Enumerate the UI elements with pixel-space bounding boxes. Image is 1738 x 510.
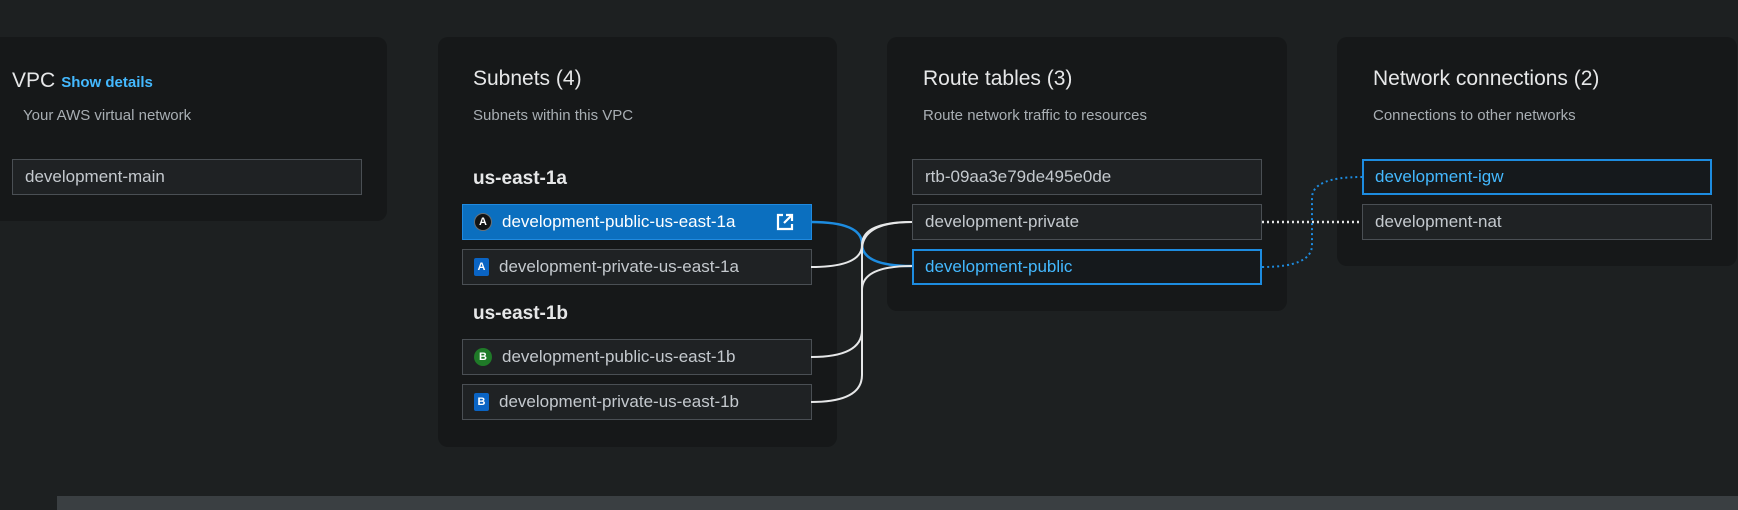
subnet-group-us-east-1a: us-east-1a — [473, 168, 567, 189]
route-tables-panel: Route tables (3) Route network traffic t… — [887, 37, 1287, 311]
external-link-icon[interactable] — [775, 212, 795, 232]
route-table-item-main[interactable]: rtb-09aa3e79de495e0de — [912, 159, 1262, 195]
vpc-item[interactable]: development-main — [12, 159, 362, 195]
availability-zone-b-badge: B — [474, 348, 492, 366]
horizontal-scrollbar[interactable] — [57, 496, 1738, 510]
subnet-item-public-us-east-1b[interactable]: B development-public-us-east-1b — [462, 339, 812, 375]
route-tables-subtitle: Route network traffic to resources — [923, 107, 1147, 124]
route-table-item-private[interactable]: development-private — [912, 204, 1262, 240]
subnet-item-label: development-private-us-east-1a — [499, 257, 740, 276]
network-connection-item-nat[interactable]: development-nat — [1362, 204, 1712, 240]
subnets-title: Subnets (4) — [473, 67, 582, 90]
subnets-panel: Subnets (4) Subnets within this VPC us-e… — [438, 37, 837, 447]
show-details-link[interactable]: Show details — [61, 74, 153, 91]
subnet-item-label: development-private-us-east-1b — [499, 392, 740, 411]
network-connection-item-igw[interactable]: development-igw — [1362, 159, 1712, 195]
subnet-group-us-east-1b: us-east-1b — [473, 303, 569, 324]
connector-rt-public-to-igw — [1261, 176, 1363, 268]
subnet-item-public-us-east-1a[interactable]: A development-public-us-east-1a — [462, 204, 812, 240]
network-connections-subtitle: Connections to other networks — [1373, 107, 1576, 124]
route-tables-title: Route tables (3) — [923, 67, 1073, 90]
availability-zone-a-badge: A — [474, 213, 492, 231]
network-connections-panel: Network connections (2) Connections to o… — [1337, 37, 1737, 266]
vpc-panel: VPC Show details Your AWS virtual network… — [0, 37, 387, 221]
availability-zone-b-badge: B — [474, 393, 489, 411]
vpc-subtitle: Your AWS virtual network — [23, 107, 192, 124]
vpc-title-row: VPC Show details — [12, 69, 153, 93]
vpc-title: VPC — [12, 69, 56, 92]
availability-zone-a-badge: A — [474, 258, 489, 276]
subnet-item-private-us-east-1b[interactable]: B development-private-us-east-1b — [462, 384, 812, 420]
subnets-subtitle: Subnets within this VPC — [473, 107, 634, 124]
subnet-item-label: development-public-us-east-1a — [502, 212, 736, 231]
network-connections-title: Network connections (2) — [1373, 67, 1600, 90]
route-table-item-public[interactable]: development-public — [912, 249, 1262, 285]
subnet-item-label: development-public-us-east-1b — [502, 347, 736, 366]
connector-subnet-private-1b-to-rt-private — [810, 221, 913, 403]
